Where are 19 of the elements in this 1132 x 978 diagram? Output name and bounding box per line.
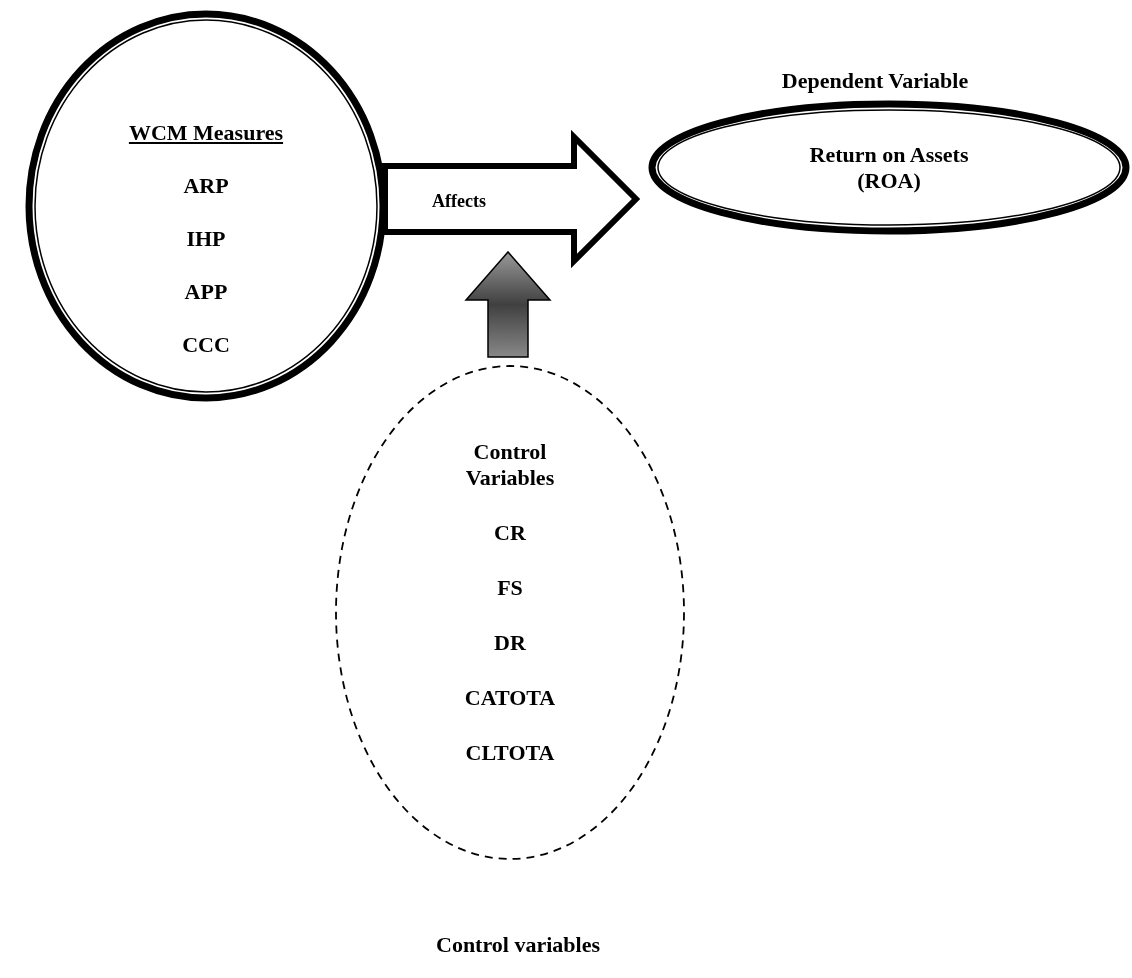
ellipse-node (648, 100, 1130, 235)
variable-label: CR (494, 520, 526, 546)
node-heading: Return on Assets (ROA) (808, 142, 970, 194)
ellipse-node (25, 10, 387, 402)
variable-label: DR (494, 630, 526, 656)
node-caption: Control variables (435, 932, 601, 958)
variable-label: APP (184, 279, 228, 305)
block-arrow (382, 129, 641, 269)
variable-label: CATOTA (464, 685, 556, 711)
variable-label: ARP (183, 173, 229, 199)
variable-label: IHP (186, 226, 226, 252)
variable-label: CCC (182, 332, 230, 358)
dashed-ellipse (335, 365, 685, 860)
node-heading: WCM Measures (128, 120, 284, 146)
node-heading: Control Variables (464, 439, 556, 491)
block-arrow (464, 250, 552, 358)
variable-label: CLTOTA (465, 740, 555, 766)
variable-label: FS (497, 575, 523, 601)
node-caption: Dependent Variable (780, 68, 970, 94)
